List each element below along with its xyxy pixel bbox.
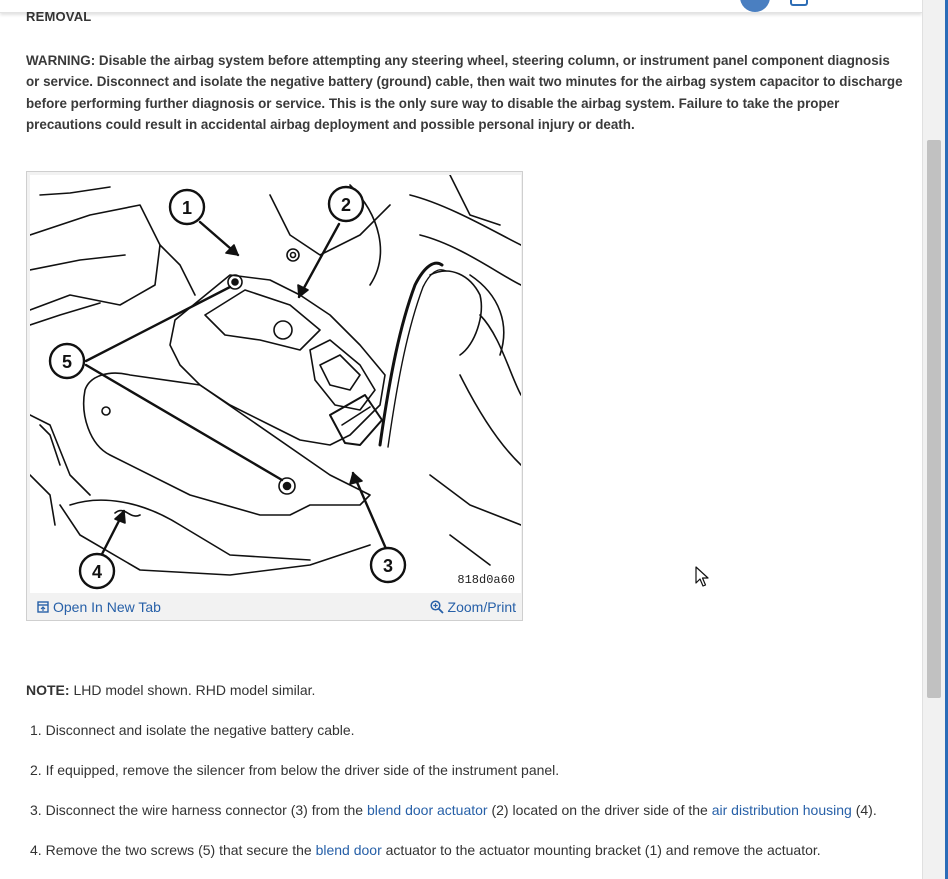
callout-1-circle	[168, 188, 206, 226]
open-new-tab-icon	[37, 601, 49, 613]
callout-3-circle	[369, 546, 407, 584]
warning-text: WARNING: Disable the airbag system befor…	[26, 53, 903, 132]
document-icon[interactable]	[790, 0, 808, 6]
step-number: 2.	[30, 762, 42, 778]
step-text: Disconnect the wire harness connector (3…	[41, 802, 367, 818]
note-text: NOTE: LHD model shown. RHD model similar…	[26, 682, 315, 698]
zoom-print-label: Zoom/Print	[447, 599, 516, 615]
step-number: 1.	[30, 722, 42, 738]
blend-door-link[interactable]: blend door	[315, 842, 382, 858]
step-text: (2) located on the driver side of the	[487, 802, 712, 818]
actuator-drawing: 1 2 3 4 5	[30, 175, 521, 590]
zoom-print-link[interactable]: Zoom/Print	[429, 599, 516, 615]
callout-5-circle	[48, 342, 86, 380]
callout-4-circle	[78, 552, 116, 590]
user-avatar[interactable]	[740, 0, 770, 12]
note-label: NOTE:	[26, 682, 70, 698]
note-body: LHD model shown. RHD model similar.	[69, 682, 316, 698]
open-in-new-tab-link[interactable]: Open In New Tab	[37, 599, 161, 615]
callout-1-label: 1	[182, 198, 192, 218]
step-1: 1. Disconnect and isolate the negative b…	[30, 722, 355, 738]
step-2: 2. If equipped, remove the silencer from…	[30, 762, 559, 778]
step-text: If equipped, remove the silencer from be…	[41, 762, 560, 778]
callout-4-label: 4	[92, 562, 102, 582]
scrollbar-accent-edge	[945, 0, 948, 879]
air-distribution-housing-link[interactable]: air distribution housing	[711, 802, 852, 818]
top-header-bar	[0, 0, 922, 13]
section-heading: REMOVAL	[26, 9, 92, 24]
step-4: 4. Remove the two screws (5) that secure…	[30, 842, 821, 858]
open-in-new-tab-label: Open In New Tab	[53, 599, 161, 615]
step-text: actuator to the actuator mounting bracke…	[381, 842, 821, 858]
figure-toolbar: Open In New Tab Zoom/Print	[27, 596, 522, 620]
vertical-scrollbar[interactable]	[922, 0, 948, 879]
zoom-in-icon	[429, 600, 444, 614]
mouse-cursor-icon	[695, 566, 709, 587]
callout-3-label: 3	[383, 556, 393, 576]
step-text: (4).	[851, 802, 877, 818]
scrollbar-thumb[interactable]	[927, 140, 941, 698]
blend-door-actuator-link[interactable]: blend door actuator	[366, 802, 488, 818]
figure-code: 818d0a60	[457, 573, 515, 587]
step-number: 3.	[30, 802, 42, 818]
callout-2-label: 2	[341, 195, 351, 215]
figure-panel: 1 2 3 4 5 818d0a60 Open In New	[26, 171, 523, 621]
callout-2-circle	[327, 185, 365, 223]
step-text: Remove the two screws (5) that secure th…	[41, 842, 316, 858]
step-3: 3. Disconnect the wire harness connector…	[30, 802, 877, 818]
step-text: Disconnect and isolate the negative batt…	[41, 722, 355, 738]
actuator-illustration[interactable]: 1 2 3 4 5 818d0a60	[30, 175, 521, 593]
step-number: 4.	[30, 842, 42, 858]
callout-5-label: 5	[62, 352, 72, 372]
